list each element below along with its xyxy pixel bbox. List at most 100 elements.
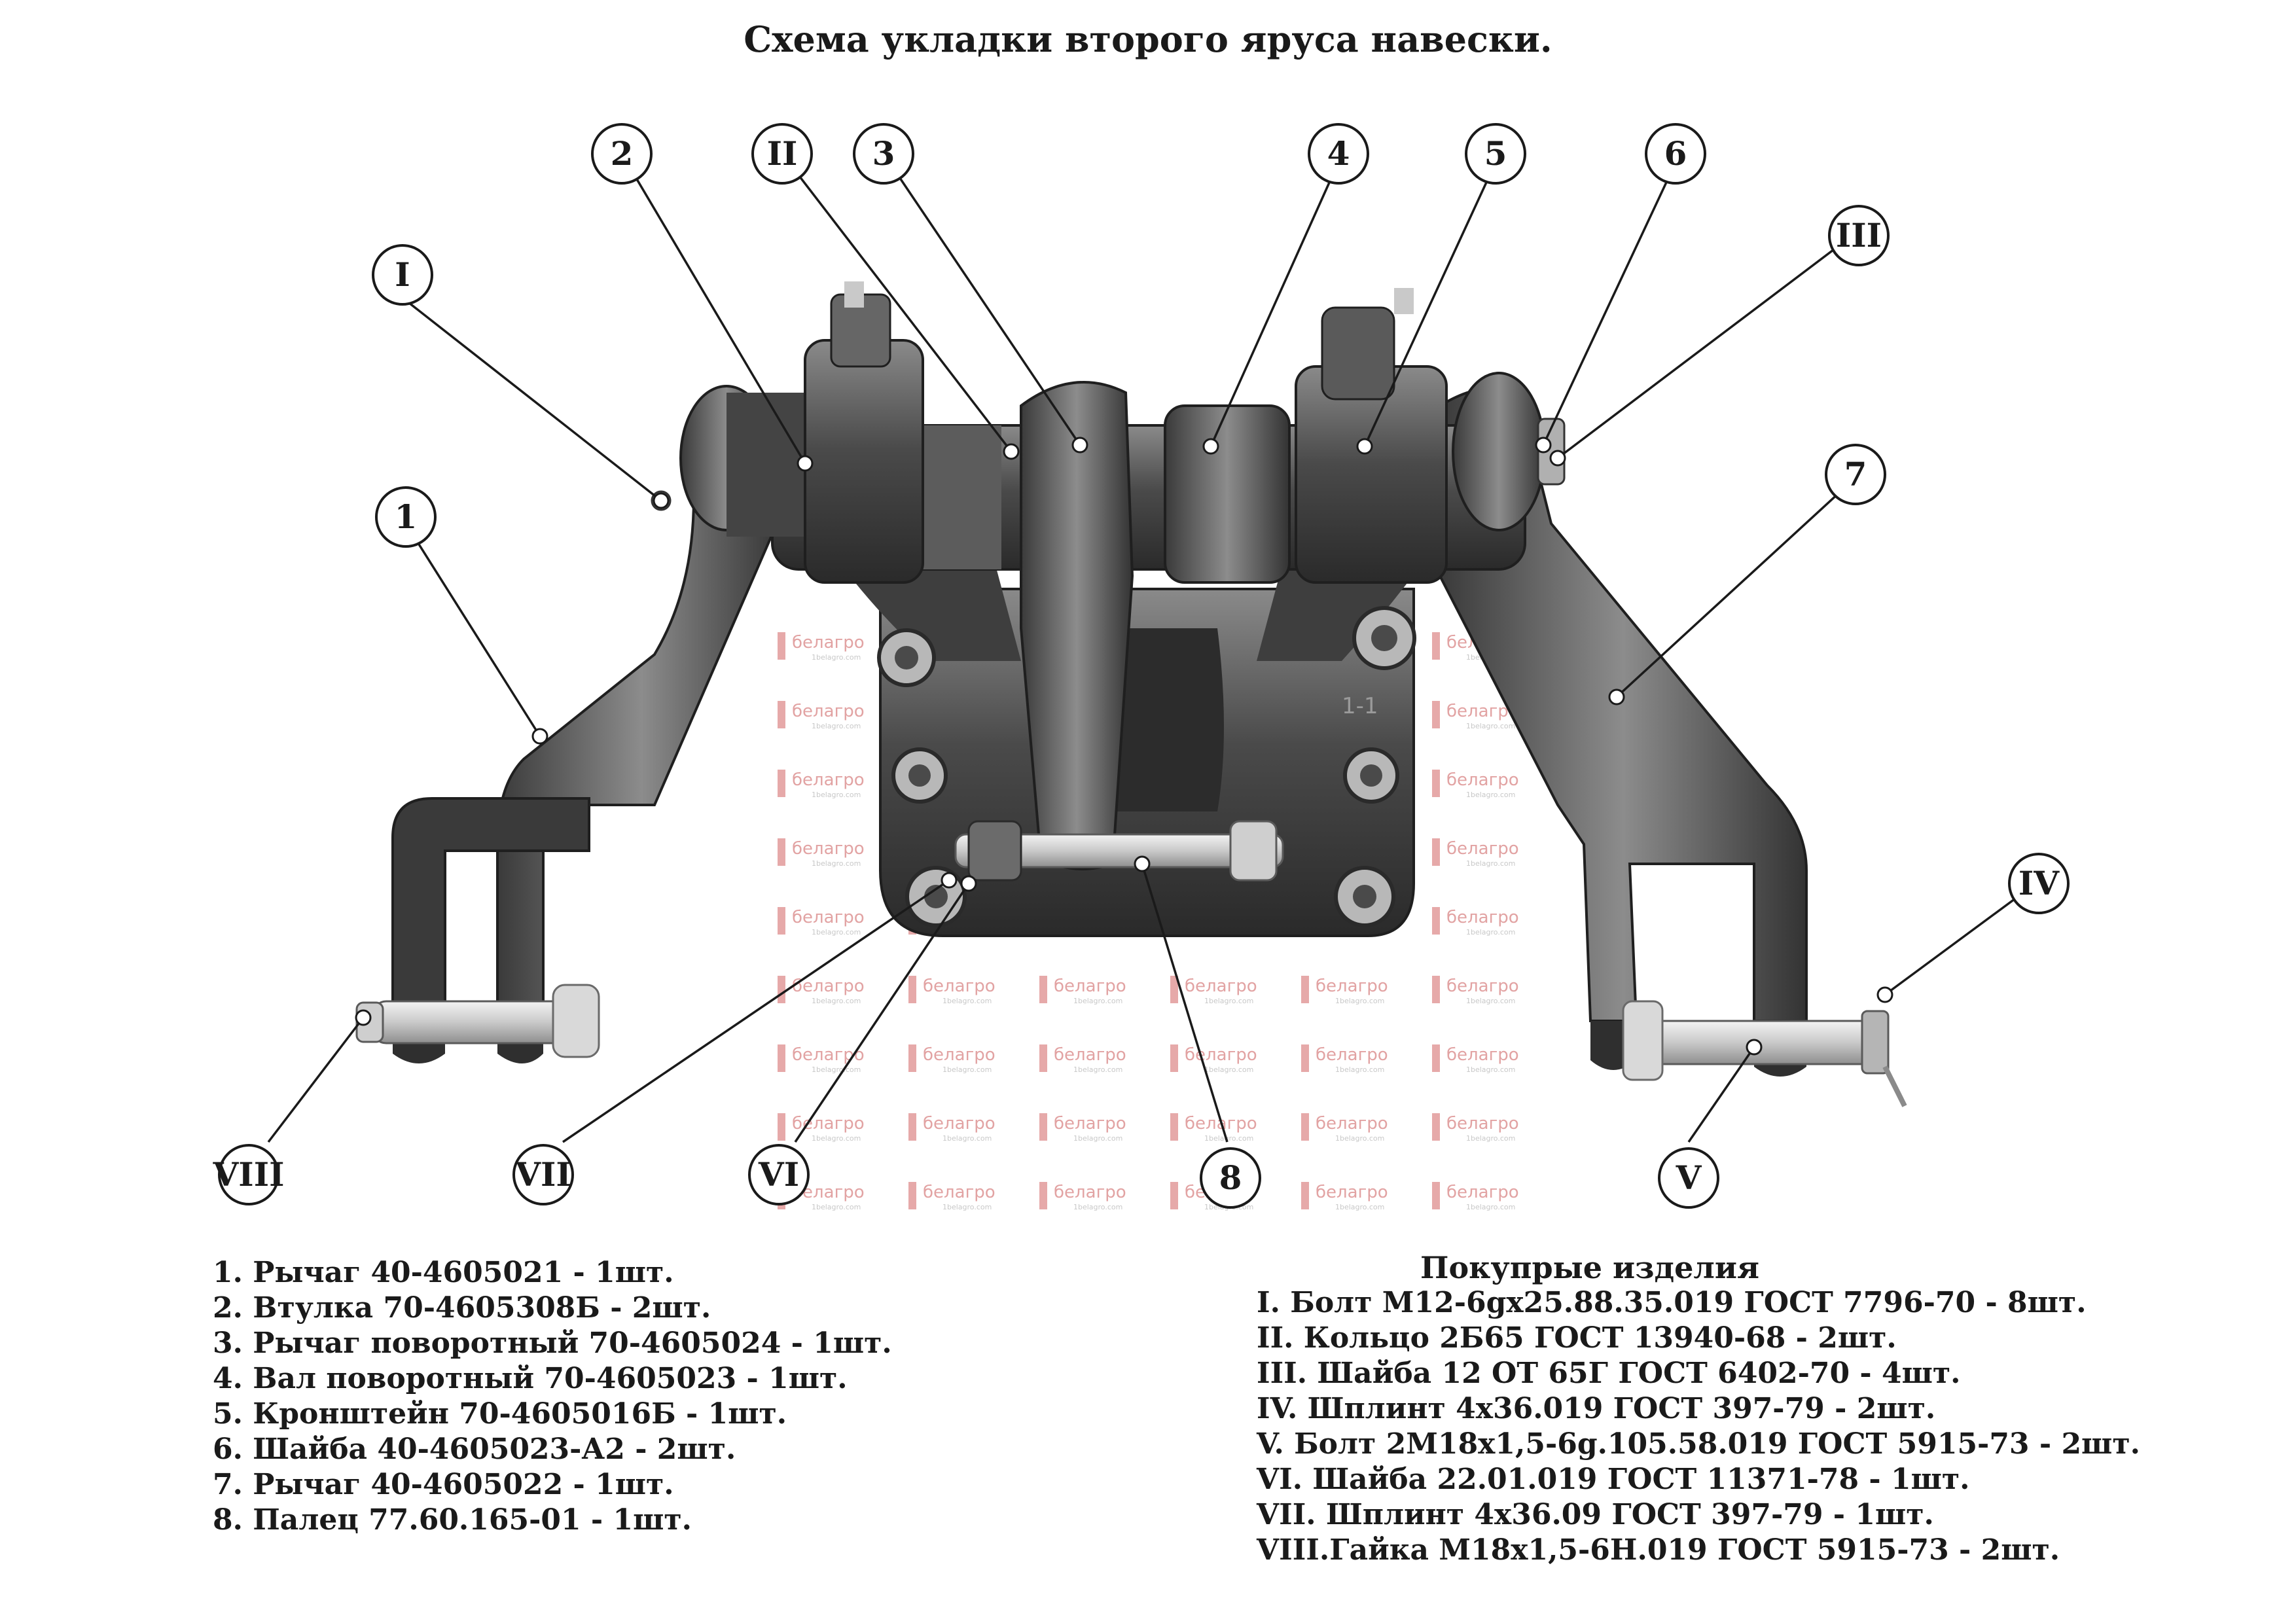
svg-text:1belagro.com: 1belagro.com bbox=[812, 1134, 861, 1143]
svg-text:V: V bbox=[1676, 1158, 1702, 1197]
svg-text:1belagro.com: 1belagro.com bbox=[1073, 1203, 1122, 1211]
svg-text:3: 3 bbox=[872, 134, 895, 173]
svg-text:белагро: белагро bbox=[792, 702, 865, 721]
callout-I: I bbox=[372, 244, 433, 306]
parts-list-item: 1. Рычаг 40-4605021 - 1шт. bbox=[213, 1256, 674, 1289]
svg-text:1belagro.com: 1belagro.com bbox=[812, 722, 861, 730]
svg-text:белагро: белагро bbox=[1054, 1114, 1126, 1133]
right-hub bbox=[1295, 288, 1566, 584]
svg-text:IV: IV bbox=[2018, 864, 2060, 902]
svg-text:1belagro.com: 1belagro.com bbox=[812, 997, 861, 1005]
svg-text:белагро: белагро bbox=[923, 1045, 996, 1065]
svg-text:белагро: белагро bbox=[1054, 1183, 1126, 1202]
parts-list-item: 5. Кронштейн 70-4605016Б - 1шт. bbox=[213, 1397, 787, 1431]
parts-list-item: 2. Втулка 70-4605308Б - 2шт. bbox=[213, 1291, 711, 1325]
svg-text:8: 8 bbox=[1219, 1158, 1242, 1197]
svg-text:1belagro.com: 1belagro.com bbox=[812, 791, 861, 799]
svg-text:белагро: белагро bbox=[923, 1183, 996, 1202]
svg-text:1belagro.com: 1belagro.com bbox=[1073, 997, 1122, 1005]
svg-text:1belagro.com: 1belagro.com bbox=[1466, 1134, 1515, 1143]
svg-text:белагро: белагро bbox=[792, 839, 865, 859]
svg-text:белагро: белагро bbox=[923, 1114, 996, 1133]
svg-text:1belagro.com: 1belagro.com bbox=[1466, 928, 1515, 936]
callout-II: II bbox=[751, 123, 813, 185]
svg-text:1belagro.com: 1belagro.com bbox=[1466, 791, 1515, 799]
svg-text:белагро: белагро bbox=[792, 908, 865, 927]
svg-text:1belagro.com: 1belagro.com bbox=[1335, 1134, 1384, 1143]
purchased-list-item: III. Шайба 12 ОТ 65Г ГОСТ 6402-70 - 4шт. bbox=[1257, 1357, 1961, 1390]
svg-text:1belagro.com: 1belagro.com bbox=[812, 1065, 861, 1074]
svg-text:5: 5 bbox=[1484, 134, 1507, 173]
svg-text:1belagro.com: 1belagro.com bbox=[1335, 1065, 1384, 1074]
svg-text:белагро: белагро bbox=[1446, 1183, 1519, 1202]
svg-text:белагро: белагро bbox=[1316, 1183, 1388, 1202]
purchased-list-item: VI. Шайба 22.01.019 ГОСТ 11371-78 - 1шт. bbox=[1257, 1463, 1970, 1496]
svg-text:белагро: белагро bbox=[1316, 976, 1388, 996]
svg-text:1belagro.com: 1belagro.com bbox=[1204, 1065, 1253, 1074]
svg-text:1belagro.com: 1belagro.com bbox=[1335, 997, 1384, 1005]
svg-text:белагро: белагро bbox=[792, 633, 865, 652]
svg-text:1belagro.com: 1belagro.com bbox=[1073, 1065, 1122, 1074]
diagram-title: Схема укладки второго яруса навески. bbox=[744, 18, 1552, 60]
svg-text:белагро: белагро bbox=[1446, 1045, 1519, 1065]
svg-text:белагро: белагро bbox=[1185, 1045, 1257, 1065]
svg-text:белагро: белагро bbox=[1054, 1045, 1126, 1065]
svg-text:1belagro.com: 1belagro.com bbox=[1335, 1203, 1384, 1211]
svg-text:1belagro.com: 1belagro.com bbox=[1466, 1065, 1515, 1074]
svg-text:1belagro.com: 1belagro.com bbox=[1466, 997, 1515, 1005]
svg-text:белагро: белагро bbox=[1316, 1045, 1388, 1065]
callout-7: 7 bbox=[1825, 444, 1886, 505]
svg-text:VI: VI bbox=[758, 1155, 799, 1194]
svg-text:1belagro.com: 1belagro.com bbox=[942, 997, 992, 1005]
lower-pin bbox=[954, 820, 1284, 882]
svg-text:1belagro.com: 1belagro.com bbox=[1466, 859, 1515, 868]
callout-6: 6 bbox=[1645, 123, 1706, 185]
leader-lines bbox=[267, 152, 2024, 1143]
purchased-items-block: Покупрые изделия I. Болт М12-6gx25.88.35… bbox=[1257, 1250, 2140, 1568]
svg-text:белагро: белагро bbox=[1446, 976, 1519, 996]
svg-text:белагро: белагро bbox=[1054, 976, 1126, 996]
svg-text:VIII: VIII bbox=[213, 1155, 285, 1194]
callout-5: 5 bbox=[1465, 123, 1526, 185]
svg-text:VII: VII bbox=[514, 1155, 571, 1194]
callout-VIII: VIII bbox=[213, 1144, 285, 1205]
svg-text:белагро: белагро bbox=[1446, 1114, 1519, 1133]
svg-text:белагро: белагро bbox=[923, 976, 996, 996]
callout-1: 1 bbox=[375, 486, 437, 548]
svg-text:белагро: белагро bbox=[792, 770, 865, 790]
svg-text:1belagro.com: 1belagro.com bbox=[942, 1065, 992, 1074]
svg-text:6: 6 bbox=[1664, 134, 1687, 173]
svg-text:II: II bbox=[767, 134, 798, 173]
svg-text:1-1: 1-1 bbox=[1342, 693, 1378, 719]
parts-list-item: 3. Рычаг поворотный 70-4605024 - 1шт. bbox=[213, 1327, 892, 1360]
svg-text:1belagro.com: 1belagro.com bbox=[812, 928, 861, 936]
assembly-diagram: белагро1belagro.comбелагро1belagro.comбе… bbox=[213, 123, 2070, 1211]
svg-text:III: III bbox=[1836, 216, 1882, 255]
callout-4: 4 bbox=[1308, 123, 1369, 185]
svg-text:1belagro.com: 1belagro.com bbox=[812, 1203, 861, 1211]
purchased-list-item: VIII.Гайка М18х1,5-6Н.019 ГОСТ 5915-73 -… bbox=[1257, 1533, 2060, 1567]
callout-VI: VI bbox=[748, 1144, 810, 1205]
callout-VII: VII bbox=[512, 1144, 574, 1205]
svg-text:белагро: белагро bbox=[1446, 908, 1519, 927]
